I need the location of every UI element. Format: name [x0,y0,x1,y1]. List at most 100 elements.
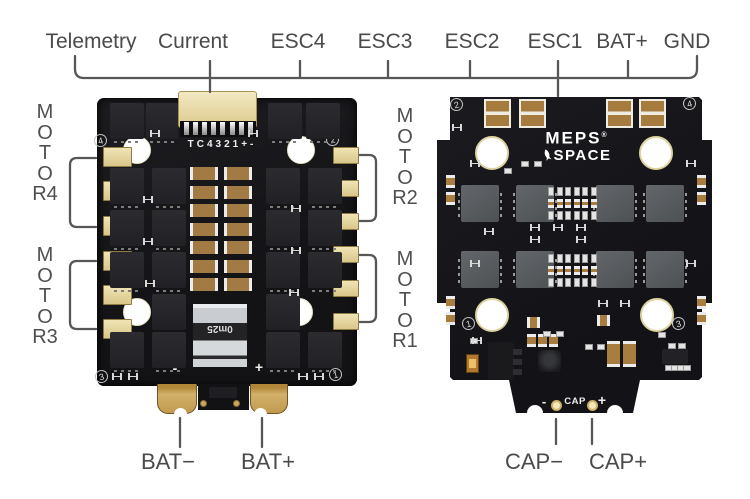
label-motor4: MOTOR4 [32,101,58,206]
silkscreen-mark [686,260,696,267]
registered-mark: ® [601,132,609,139]
smd-pad [565,254,572,263]
smd-pad [582,211,589,220]
mosfet-chip [152,210,186,250]
mosfet-chip [266,252,300,292]
capacitor-pad [519,99,546,128]
silkscreen-mark [620,300,630,307]
smd-pad [668,343,676,349]
smd-pad [573,254,580,263]
label-telemetry: Telemetry [45,30,137,53]
mosfet-chip [266,332,300,372]
smd-pad [565,211,572,220]
mosfet-chip [268,103,302,143]
driver-chip [513,251,557,288]
smd-capacitor [697,192,706,205]
smd-pad [582,266,589,275]
driver-chip [593,251,637,288]
silkscreen-mark [248,130,258,137]
smd-pad [565,187,572,196]
capacitor-pad [190,260,218,273]
capacitor-pad [190,186,218,199]
motor3-bracket [68,259,98,331]
smd-pad [565,199,572,208]
driver-chip [458,185,502,222]
connector-pin [184,122,189,135]
smd-capacitor [446,175,455,188]
smd-pad [573,187,580,196]
via [200,400,207,407]
mosfet-chip [308,332,342,372]
silkscreen-mark [128,373,138,380]
smd-pad [548,278,554,287]
tab-notch [527,405,543,421]
label-motor1: MOTOR1 [392,248,418,353]
silkscreen-mark [289,289,299,296]
mosfet-chip [308,210,342,250]
capacitor-pad [484,99,511,128]
label-esc2: ESC2 [444,30,500,53]
capacitor-pad [606,99,633,128]
mosfet-chip [266,294,300,334]
board-polarity-pos: + [254,359,264,375]
inductor [538,350,561,372]
solder-notch [174,408,187,421]
mosfet-chip [266,168,300,208]
smd-pad [591,254,597,263]
mounting-hole [475,136,509,170]
smd-capacitor [527,334,536,347]
silkscreen-mark [150,130,160,137]
motor-pad [333,147,359,164]
smd-capacitor [623,341,636,367]
smd-pad [504,168,512,174]
smd-pad [582,254,589,263]
smd-capacitor [446,312,455,325]
smd-pad [591,266,597,275]
smd-pad [591,187,597,196]
smd-capacitor [446,296,455,309]
smd-pad [573,266,580,275]
smd-pad [521,161,529,167]
voltage-regulator [488,342,514,380]
label-current: Current [157,30,229,53]
smd-pad [556,331,564,337]
smd-pad [556,187,563,196]
capacitor-pad [224,223,252,236]
capacitor-pad [639,99,666,128]
smd-pad [591,278,597,287]
label-esc1: ESC1 [527,30,583,53]
capacitor-pad [190,278,218,291]
capacitor-pad [224,278,252,291]
silkscreen-mark [576,236,586,243]
silkscreen-mark [686,160,696,167]
silkscreen-mark [530,224,540,231]
cap-marking: CAP [564,396,586,407]
mosfet-chip [152,294,186,334]
connector-pin [230,122,235,135]
mosfet-chip [110,103,144,143]
smd-pad [565,278,572,287]
driver-chip [643,185,687,222]
smd-capacitor [446,192,455,205]
label-esc3: ESC3 [357,30,413,53]
silkscreen-mark [470,260,480,267]
smd-pad [548,187,554,196]
driver-chip [593,185,637,222]
smd-pad [548,211,554,220]
mounting-hole [287,136,315,164]
mosfet-chip [110,332,144,372]
silkscreen-mark [298,373,308,380]
label-esc4: ESC4 [270,30,326,53]
smd-pad [556,266,563,275]
smd-pad [683,365,691,371]
cap-pos-mark: + [597,392,607,408]
capacitor-pad [224,204,252,217]
mosfet-chip [152,332,186,372]
silkscreen-mark [143,196,153,203]
smd-capacitor [527,317,540,328]
mosfet-chip [266,210,300,250]
smd-pad [556,254,563,263]
smd-pad [556,211,563,220]
sot-ic [662,349,688,364]
label-cap-neg: CAP− [504,449,564,474]
